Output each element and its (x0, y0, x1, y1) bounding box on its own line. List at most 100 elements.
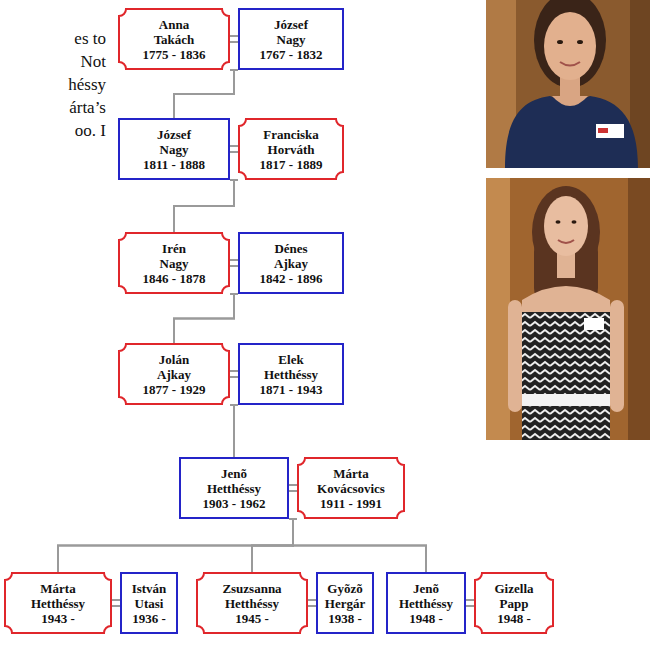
smile (558, 240, 574, 243)
person-name: Irén Nagy (160, 241, 189, 271)
female-person-box: Franciska Horváth1817 - 1889 (238, 118, 344, 180)
life-dates: 1938 - (328, 611, 362, 626)
eye (572, 220, 577, 224)
person-name: Márta Kovácsovics (317, 466, 385, 496)
cut-off-paragraph: es toNothéssyárta’soo. I (0, 27, 106, 142)
marriage-link (308, 600, 316, 606)
smile (560, 62, 580, 66)
door-panel (486, 178, 510, 440)
neckline (552, 96, 588, 106)
marriage-link (289, 485, 297, 491)
marriage-link (112, 600, 120, 606)
person-name: Dénes Ajkay (274, 241, 308, 271)
male-person-box: József Nagy1767 - 1832 (238, 8, 344, 70)
marriage-link (230, 371, 238, 377)
person-name: Gizella Papp (495, 581, 534, 611)
marriage-link (230, 146, 238, 152)
life-dates: 1842 - 1896 (260, 271, 323, 286)
eye (556, 220, 561, 224)
paragraph-fragment: árta’s (0, 96, 106, 119)
life-dates: 1948 - (497, 611, 531, 626)
notched-box-border (119, 344, 229, 404)
notched-box-border (119, 233, 229, 293)
marriage-link (230, 260, 238, 266)
descent-line (174, 180, 238, 232)
life-dates: 1775 - 1836 (143, 47, 206, 62)
male-person-box: Gyõzõ Hergár1938 - (316, 572, 374, 634)
name-tag-logo (598, 128, 608, 133)
name-tag (596, 124, 624, 138)
female-person-box: Jolán Ajkay1877 - 1929 (118, 343, 230, 405)
eye (577, 40, 583, 44)
male-person-box: Jenõ Hetthéssy1903 - 1962 (179, 457, 289, 519)
life-dates: 1943 - (41, 611, 75, 626)
life-dates: 1767 - 1832 (260, 47, 323, 62)
arm (508, 300, 522, 412)
paragraph-fragment: héssy (0, 73, 106, 96)
descent-line (252, 519, 297, 572)
notched-box-border (239, 119, 343, 179)
notched-box-border (119, 9, 229, 69)
notched-box-border (5, 573, 111, 633)
hair (534, 0, 606, 88)
male-person-box: István Utasi1936 - (120, 572, 178, 634)
photo-woman-navy-top (486, 0, 650, 168)
person-name: Gyõzõ Hergár (325, 581, 365, 611)
life-dates: 1945 - (235, 611, 269, 626)
paragraph-fragment: oo. I (0, 119, 106, 142)
descent-line (58, 519, 297, 572)
notched-box-border (298, 458, 404, 518)
person-name: József Nagy (157, 127, 191, 157)
descent-line (174, 294, 238, 343)
paragraph-fragment: Not (0, 50, 106, 73)
female-person-box: Márta Hetthéssy1943 - (4, 572, 112, 634)
life-dates: 1948 - (409, 611, 443, 626)
face (544, 12, 596, 80)
female-person-box: Irén Nagy1846 - 1878 (118, 232, 230, 294)
life-dates: 1877 - 1929 (143, 382, 206, 397)
female-person-box: Zsuzsanna Hetthéssy1945 - (196, 572, 308, 634)
life-dates: 1811 - 1888 (143, 157, 205, 172)
white-belt (522, 394, 610, 406)
notched-box-border (475, 573, 553, 633)
person-name: Jenõ Hetthéssy (399, 581, 453, 611)
life-dates: 1817 - 1889 (260, 157, 323, 172)
life-dates: 1871 - 1943 (260, 382, 323, 397)
descent-line (234, 405, 238, 457)
name-tag (584, 318, 604, 330)
descent-line (289, 519, 426, 572)
person-name: Márta Hetthéssy (31, 581, 85, 611)
arm (610, 300, 624, 412)
person-name: Anna Takách (154, 17, 195, 47)
person-name: Elek Hetthéssy (264, 352, 318, 382)
life-dates: 1846 - 1878 (143, 271, 206, 286)
life-dates: 1911 - 1991 (320, 496, 382, 511)
person-name: Franciska Horváth (263, 127, 319, 157)
person-name: Zsuzsanna Hetthéssy (222, 581, 281, 611)
notched-box-border (197, 573, 307, 633)
photo-background (486, 0, 650, 168)
person-name: József Nagy (274, 17, 308, 47)
paragraph-fragment: es to (0, 27, 106, 50)
female-person-box: Anna Takách1775 - 1836 (118, 8, 230, 70)
male-person-box: Jenõ Hetthéssy1948 - (386, 572, 466, 634)
male-person-box: Elek Hetthéssy1871 - 1943 (238, 343, 344, 405)
female-person-box: Márta Kovácsovics1911 - 1991 (297, 457, 405, 519)
life-dates: 1903 - 1962 (203, 496, 266, 511)
male-person-box: József Nagy1811 - 1888 (118, 118, 230, 180)
photo-background (486, 178, 650, 440)
marriage-link (230, 36, 238, 42)
navy-top (505, 96, 638, 168)
face (544, 196, 588, 256)
descent-line (293, 519, 426, 572)
descent-line (174, 70, 238, 118)
striped-dress (522, 312, 610, 440)
eye (557, 40, 563, 44)
person-name: István Utasi (132, 581, 167, 611)
life-dates: 1936 - (132, 611, 166, 626)
marriage-link (466, 600, 474, 606)
photo-woman-striped-dress (486, 178, 650, 440)
